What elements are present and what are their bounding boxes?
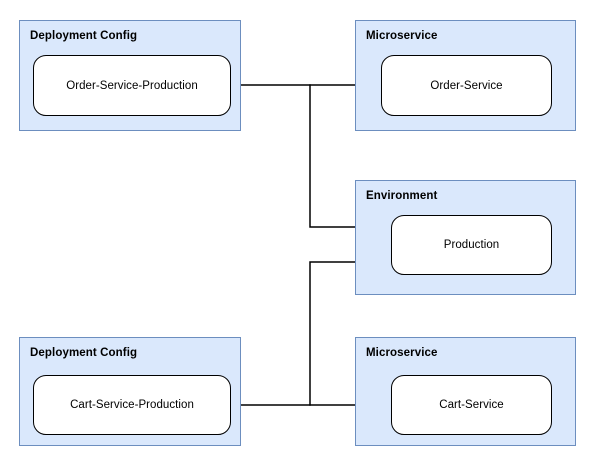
node-label: Cart-Service-Production (70, 399, 194, 411)
group-title: Microservice (366, 30, 438, 42)
node-production[interactable]: Production (391, 215, 552, 275)
node-label: Order-Service (430, 79, 503, 92)
group-title: Deployment Config (30, 30, 138, 42)
group-title: Deployment Config (30, 347, 138, 359)
group-title: Environment (366, 190, 438, 202)
node-order-service-production[interactable]: Order-Service-Production (33, 55, 231, 116)
node-label: Order-Service-Production (66, 79, 198, 92)
node-label: Production (443, 239, 500, 251)
node-label: Cart-Service (439, 399, 504, 411)
node-order-service[interactable]: Order-Service (381, 55, 552, 116)
group-title: Microservice (366, 347, 438, 359)
node-cart-service-production[interactable]: Cart-Service-Production (33, 375, 231, 435)
node-cart-service[interactable]: Cart-Service (391, 375, 552, 435)
